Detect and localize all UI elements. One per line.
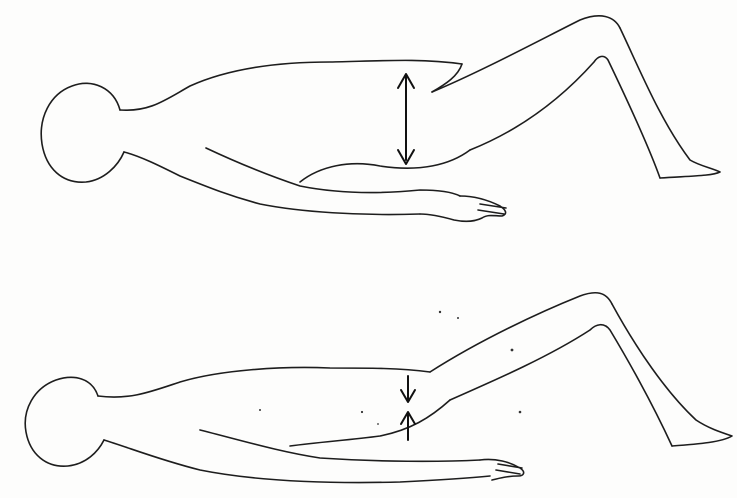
top-figure-hip-curve (432, 64, 462, 92)
top-figure-calf (470, 56, 660, 178)
top-figure-arm-top (206, 148, 460, 196)
top-figure-leg-upper (432, 16, 620, 92)
top-figure-back (120, 60, 462, 110)
top-figure-leg-lower (620, 28, 720, 178)
bottom-figure-leg-upper (430, 293, 612, 372)
bottom-figure-head (25, 377, 104, 466)
top-figure-torso-under (124, 152, 420, 215)
converging-vertical-arrows (401, 376, 415, 440)
supine-figure-top (41, 16, 720, 221)
bottom-figure-calf (450, 325, 672, 446)
bottom-figure-arm-top (200, 430, 480, 461)
bottom-figure-leg-lower (612, 304, 732, 446)
bottom-figure-fingers (496, 464, 522, 474)
top-figure-fingers (478, 204, 506, 214)
top-figure-thigh-under (300, 150, 470, 182)
double-headed-vertical-arrow (398, 74, 414, 164)
bottom-figure-thigh-under (290, 400, 450, 446)
top-figure-hand (420, 196, 506, 221)
bottom-figure-back (98, 368, 430, 398)
top-figure-head (41, 83, 124, 182)
supine-figure-bottom (25, 293, 732, 483)
